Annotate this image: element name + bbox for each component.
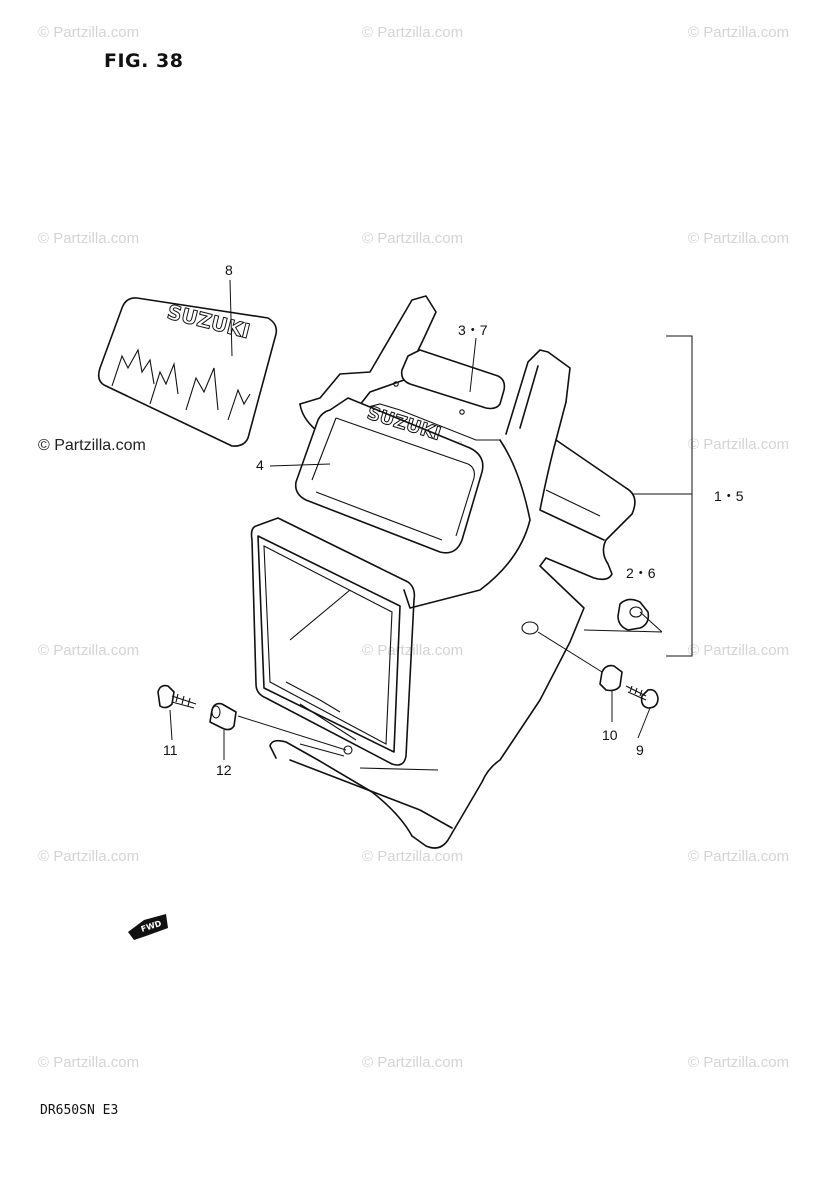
watermark: © Partzilla.com <box>38 848 140 865</box>
model-code: DR650SN E3 <box>40 1103 119 1118</box>
callout-10: 10 <box>602 727 618 743</box>
figure-title: FIG. 38 <box>104 50 184 72</box>
collar-part-12 <box>209 702 237 731</box>
callout-9: 9 <box>636 742 644 758</box>
headlight-frame <box>250 517 416 766</box>
decal-part-8: SUZUKI <box>97 297 278 447</box>
watermark: © Partzilla.com <box>362 1054 464 1071</box>
watermark: © Partzilla.com <box>688 230 790 247</box>
watermark: © Partzilla.com <box>688 24 790 41</box>
headlight-cover-part-1-5 <box>269 295 636 849</box>
callout-12: 12 <box>216 762 232 778</box>
watermark: © Partzilla.com <box>688 642 790 659</box>
watermark: © Partzilla.com <box>362 230 464 247</box>
bolt-part-9 <box>625 685 659 709</box>
callout-2-6: 2・6 <box>626 565 656 581</box>
front-direction-arrow-icon: FWD <box>128 914 168 940</box>
pad-part-3-7 <box>393 349 506 415</box>
grommet-part-2-6 <box>617 598 650 631</box>
watermark: © Partzilla.com <box>38 1054 140 1071</box>
collar-part-10 <box>599 664 623 692</box>
watermark: © Partzilla.com <box>38 642 140 659</box>
watermark: © Partzilla.com <box>688 1054 790 1071</box>
screw-part-11 <box>157 684 197 709</box>
callout-1-5: 1・5 <box>714 488 744 504</box>
watermark-main: © Partzilla.com <box>38 437 146 454</box>
watermark: © Partzilla.com <box>688 848 790 865</box>
leader-lines <box>169 279 693 760</box>
watermark: © Partzilla.com <box>362 642 464 659</box>
visor-part-4: SUZUKI <box>294 397 484 554</box>
watermark: © Partzilla.com <box>38 24 140 41</box>
watermark: © Partzilla.com <box>688 436 790 453</box>
watermark: © Partzilla.com <box>362 848 464 865</box>
callout-3-7: 3・7 <box>458 322 488 338</box>
callout-11: 11 <box>163 742 178 758</box>
watermark: © Partzilla.com <box>38 230 140 247</box>
callout-8: 8 <box>225 262 233 278</box>
washer <box>521 621 539 635</box>
callout-4: 4 <box>256 457 264 473</box>
watermark: © Partzilla.com <box>362 24 464 41</box>
